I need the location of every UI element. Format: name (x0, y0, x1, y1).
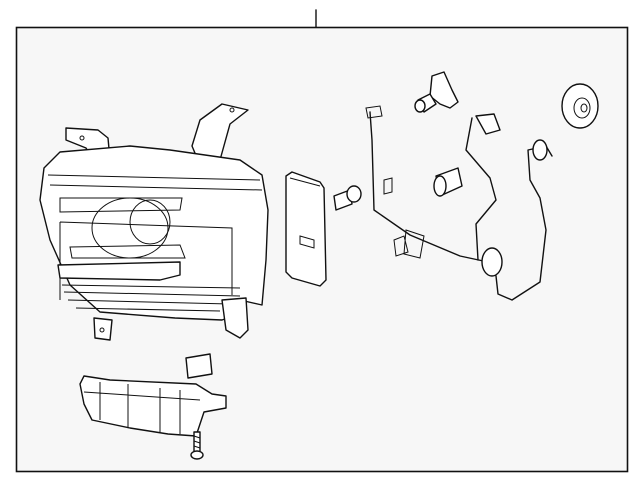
ballast-module (285, 171, 327, 287)
repair-bracket (79, 375, 227, 437)
headlamp-bulb (414, 71, 459, 113)
headlamp-assembly (39, 103, 269, 341)
bolt (333, 185, 362, 211)
side-marker-bulb (433, 167, 463, 197)
retainer-clip (185, 353, 213, 379)
screw (190, 431, 204, 460)
socket-cap (561, 83, 599, 129)
wiring-harness (365, 105, 553, 301)
